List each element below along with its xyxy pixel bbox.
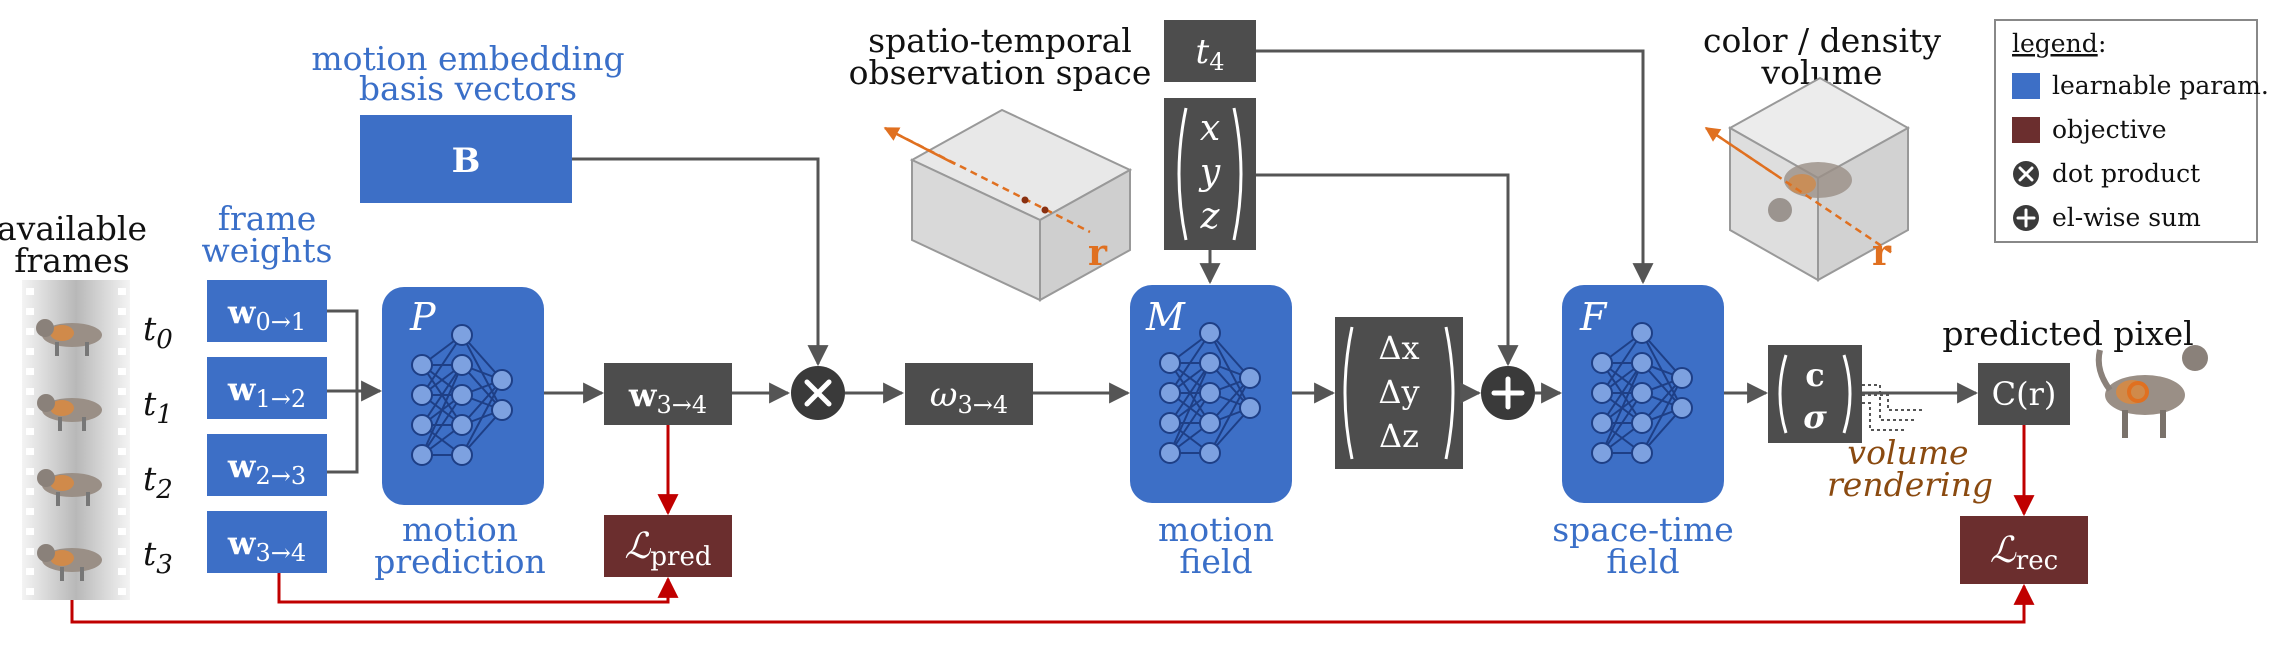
cat-frame-icon xyxy=(37,544,102,581)
frames-to-loss-rec-arrow xyxy=(70,583,2035,624)
volume-rendering-label-1: volume xyxy=(1847,433,1968,472)
net-p-letter: P xyxy=(409,295,437,339)
svg-text:t0: t0 xyxy=(143,309,173,355)
legend-swatch-learnable xyxy=(2012,73,2040,99)
svg-text:w3→4: w3→4 xyxy=(227,524,306,567)
frame-weights-label-2: weights xyxy=(202,231,333,270)
time-label: t xyxy=(143,534,157,573)
loss-pred-label: ℒpred xyxy=(624,526,711,572)
time-label: t xyxy=(143,384,157,423)
c-sigma-c: c xyxy=(1805,356,1824,394)
t4-box xyxy=(1164,20,1256,82)
xyz-to-sum-arrow xyxy=(1256,173,1519,367)
volume-rendering-label-2: rendering xyxy=(1827,465,1993,504)
ray-label-2: r xyxy=(1872,232,1892,274)
legend-title: legend xyxy=(2012,29,2098,58)
dxyz-x: Δx xyxy=(1378,329,1419,367)
omega-box xyxy=(905,363,1033,425)
spacetime-obs-label-2: observation space xyxy=(849,53,1152,92)
frame-weight-box xyxy=(207,357,327,419)
frame-weight-box xyxy=(207,434,327,496)
svg-text:w1→2: w1→2 xyxy=(227,370,306,413)
c-r-label: C(r) xyxy=(1992,375,2057,413)
dxyz-paren xyxy=(1343,326,1455,460)
time-label: t xyxy=(143,309,157,348)
space-time-field-label-2: field xyxy=(1606,542,1679,581)
basis-box xyxy=(360,115,572,203)
volume-rendering-lines xyxy=(1862,384,1935,431)
loss-pred-box xyxy=(604,515,732,577)
xyz-y: y xyxy=(1198,152,1221,193)
omega-label: ω3→4 xyxy=(930,375,1008,419)
elwise-sum-icon xyxy=(1491,376,1525,410)
time-sub: 3 xyxy=(156,550,173,580)
net-f-letter: F xyxy=(1579,295,1608,339)
legend-item-dot-product: dot product xyxy=(2052,159,2200,188)
weights-to-p-connector xyxy=(327,309,383,474)
frame-weight-box xyxy=(207,511,327,573)
svg-text::: : xyxy=(2098,29,2106,58)
c-sigma-sigma: σ xyxy=(1803,398,1827,436)
net-m-letter: M xyxy=(1145,295,1186,339)
loss-rec-label: ℒrec xyxy=(1990,530,2058,576)
time-labels: t0 t1 t2 t3 xyxy=(143,309,173,580)
basis-label-2: basis vectors xyxy=(359,69,577,108)
dot-product-icon xyxy=(804,379,832,407)
predicted-pixel-label: predicted pixel xyxy=(1942,314,2193,353)
time-label: t xyxy=(143,459,157,498)
predicted-weight-box xyxy=(604,363,732,425)
time-sub: 0 xyxy=(156,325,173,355)
frame-weight-boxes: w0→1 w1→2 w2→3 w3→4 xyxy=(207,280,327,573)
available-frames-label-2: frames xyxy=(14,241,129,280)
cat-frame-icon xyxy=(36,319,102,356)
available-frames-label-1: available xyxy=(0,209,147,248)
space-time-field-label-1: space-time xyxy=(1552,510,1734,549)
film-strip xyxy=(22,280,130,600)
ray-label-1: r xyxy=(1088,232,1108,274)
basis-arrow xyxy=(572,157,829,367)
cat-frame-icon xyxy=(37,394,102,431)
loss-rec-box xyxy=(1960,516,2088,584)
svg-text:w0→1: w0→1 xyxy=(227,293,306,336)
dxyz-y: Δy xyxy=(1378,373,1419,411)
xyz-paren xyxy=(1177,107,1243,241)
c-sigma-paren xyxy=(1778,354,1852,434)
motion-prediction-label-1: motion xyxy=(402,510,518,549)
legend-swatch-objective xyxy=(2012,117,2040,143)
density-volume-icon xyxy=(1704,76,1911,282)
motion-field-label-1: motion xyxy=(1158,510,1274,549)
basis-label-1: motion embedding xyxy=(311,39,624,78)
t4-to-f-arrow xyxy=(1256,49,1654,285)
xyz-z: z xyxy=(1200,196,1221,237)
cat-frame-icon xyxy=(37,469,102,506)
frame-weights-label-1: frame xyxy=(218,199,316,238)
delta-xyz-box xyxy=(1335,317,1463,469)
legend: legend : learnable param. objective dot … xyxy=(1994,19,2269,243)
svg-text:t2: t2 xyxy=(143,459,173,505)
time-sub: 1 xyxy=(156,400,173,430)
legend-item-learnable: learnable param. xyxy=(2052,71,2269,100)
color-density-label-1: color / density xyxy=(1703,21,1941,60)
basis-symbol: B xyxy=(452,141,481,181)
observation-cube-icon xyxy=(883,108,1133,302)
xyz-x: x xyxy=(1200,108,1220,149)
svg-text:w2→3: w2→3 xyxy=(227,447,306,490)
dxyz-z: Δz xyxy=(1379,417,1419,455)
spacetime-obs-label-1: spatio-temporal xyxy=(868,21,1132,60)
svg-text:t1: t1 xyxy=(143,384,173,430)
legend-item-elwise-sum: el-wise sum xyxy=(2052,203,2201,232)
legend-item-objective: objective xyxy=(2052,115,2167,144)
c-r-box xyxy=(1978,363,2070,425)
time-sub: 2 xyxy=(155,475,173,505)
w34-to-loss-arrow xyxy=(277,573,679,604)
svg-text:t3: t3 xyxy=(143,534,173,580)
predicted-cat-icon xyxy=(2095,345,2208,438)
motion-prediction-label-2: prediction xyxy=(374,542,546,581)
predicted-weight-label: w3→4 xyxy=(628,376,707,419)
frame-weight-box xyxy=(207,280,327,342)
motion-field-label-2: field xyxy=(1179,542,1252,581)
t4-label: t4 xyxy=(1196,32,1225,76)
